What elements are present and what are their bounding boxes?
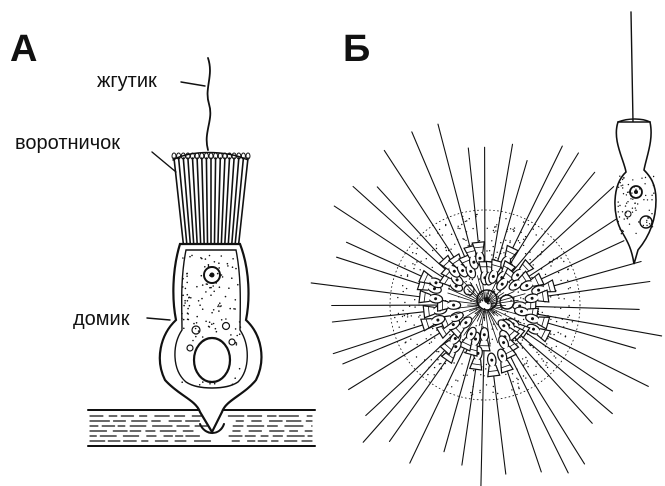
collar-label: воротничок	[15, 132, 120, 154]
colony	[311, 124, 661, 486]
house-leader	[147, 318, 170, 320]
choanoflagellate-single	[88, 58, 315, 446]
cell-body	[175, 250, 247, 388]
detached-cell	[615, 12, 656, 264]
panel-b-label: Б	[343, 30, 370, 68]
flagellum-label: жгутик	[97, 70, 157, 92]
flagellum	[207, 58, 211, 150]
panel-a-label: А	[10, 30, 37, 68]
flagellum-leader	[181, 82, 205, 86]
house-label: домик	[73, 308, 129, 330]
collar	[172, 153, 250, 250]
